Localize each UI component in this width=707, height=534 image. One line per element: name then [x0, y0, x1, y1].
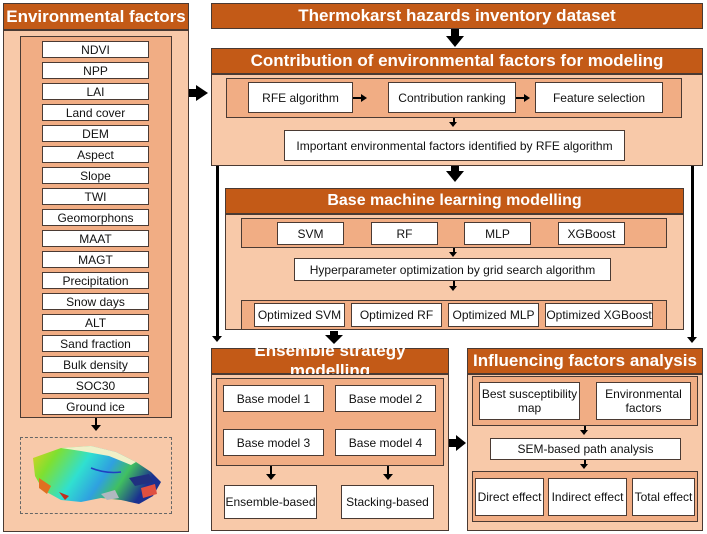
important-factors-result: Important environmental factors identifi… — [284, 130, 625, 161]
env-factor-item: MAGT — [42, 251, 149, 268]
arrow-down-icon — [383, 474, 393, 480]
step-connector — [353, 97, 362, 99]
optimized-svm: Optimized SVM — [254, 303, 345, 327]
right-bypass-line — [691, 166, 694, 338]
env-factor-item: SOC30 — [42, 377, 149, 394]
arrow-down-icon — [449, 286, 457, 291]
model-xgboost: XGBoost — [558, 222, 625, 245]
total-effect: Total effect — [632, 478, 695, 516]
base-model-1: Base model 1 — [223, 385, 324, 412]
arrow-down-icon — [91, 425, 101, 431]
env-factor-item: Snow days — [42, 293, 149, 310]
model-rf: RF — [371, 222, 438, 245]
best-susceptibility-map: Best susceptibility map — [479, 382, 580, 420]
map-image-icon — [33, 446, 161, 504]
env-factor-item: Land cover — [42, 104, 149, 121]
base-ml-header: Base machine learning modelling — [225, 188, 684, 214]
inventory-header: Thermokarst hazards inventory dataset — [211, 3, 703, 29]
ensemble-header: Ensemble strategy modelling — [211, 341, 449, 380]
contribution-header: Contribution of environmental factors fo… — [211, 48, 703, 74]
env-factor-item: Precipitation — [42, 272, 149, 289]
arrow-down-icon — [446, 36, 464, 47]
env-factors-header: Environmental factors — [3, 3, 189, 30]
study-area-map — [20, 437, 172, 514]
env-factor-item: Bulk density — [42, 356, 149, 373]
base-model-4: Base model 4 — [335, 429, 436, 456]
base-model-2: Base model 2 — [335, 385, 436, 412]
ensemble-to-influence-connector — [449, 439, 457, 447]
arrow-right-icon — [524, 94, 530, 102]
step-feature-selection: Feature selection — [535, 82, 663, 113]
env-factor-item: DEM — [42, 125, 149, 142]
environmental-factors-input: Environmental factors — [596, 382, 691, 420]
influence-header: Influencing factors analysis — [467, 348, 703, 374]
env-to-contribution-connector — [189, 89, 197, 97]
list-to-map-connector — [95, 418, 97, 426]
env-factor-item: LAI — [42, 83, 149, 100]
inventory-connector — [451, 29, 459, 37]
sem-connector — [584, 460, 586, 465]
arrow-down-icon — [325, 335, 343, 344]
arrow-right-icon — [456, 435, 466, 451]
step-connector — [516, 97, 525, 99]
env-factor-item: TWI — [42, 188, 149, 205]
arrow-down-icon — [446, 171, 464, 182]
sem-path-analysis: SEM-based path analysis — [490, 438, 681, 460]
ensemble-based-output: Ensemble-based — [224, 485, 317, 519]
model-mlp: MLP — [464, 222, 531, 245]
arrow-right-icon — [196, 85, 208, 101]
env-factor-item: MAAT — [42, 230, 149, 247]
env-factor-item: Sand fraction — [42, 335, 149, 352]
arrow-down-icon — [580, 430, 588, 435]
env-factor-item: ALT — [42, 314, 149, 331]
arrow-down-icon — [449, 122, 457, 127]
direct-effect: Direct effect — [475, 478, 544, 516]
arrow-right-icon — [361, 94, 367, 102]
contribution-to-base-connector — [451, 166, 459, 172]
left-bypass-line — [216, 166, 219, 337]
stacking-connector — [387, 466, 389, 475]
env-factor-item: NPP — [42, 62, 149, 79]
arrow-down-icon — [266, 474, 276, 480]
env-factor-item: Aspect — [42, 146, 149, 163]
arrow-down-icon — [687, 337, 697, 343]
step-contribution-ranking: Contribution ranking — [388, 82, 516, 113]
arrow-down-icon — [580, 464, 588, 469]
env-factor-item: NDVI — [42, 41, 149, 58]
ensemble-connector — [270, 466, 272, 475]
optimized-rf: Optimized RF — [351, 303, 442, 327]
influence-inputs-connector — [584, 426, 586, 432]
indirect-effect: Indirect effect — [548, 478, 627, 516]
arrow-down-icon — [449, 252, 457, 257]
arrow-down-icon — [212, 336, 222, 342]
optimized-xgboost: Optimized XGBoost — [545, 303, 653, 327]
optimized-mlp: Optimized MLP — [448, 303, 539, 327]
base-to-ensemble-connector — [330, 331, 338, 336]
model-svm: SVM — [277, 222, 344, 245]
step-connector — [453, 118, 455, 122]
base-model-3: Base model 3 — [223, 429, 324, 456]
env-factor-item: Ground ice — [42, 398, 149, 415]
optimization-connector — [453, 281, 455, 287]
hyperparameter-optimization: Hyperparameter optimization by grid sear… — [294, 258, 611, 281]
models-connector — [453, 248, 455, 253]
env-factor-item: Slope — [42, 167, 149, 184]
stacking-based-output: Stacking-based — [341, 485, 434, 519]
env-factor-item: Geomorphons — [42, 209, 149, 226]
step-rfe-algorithm: RFE algorithm — [248, 82, 353, 113]
